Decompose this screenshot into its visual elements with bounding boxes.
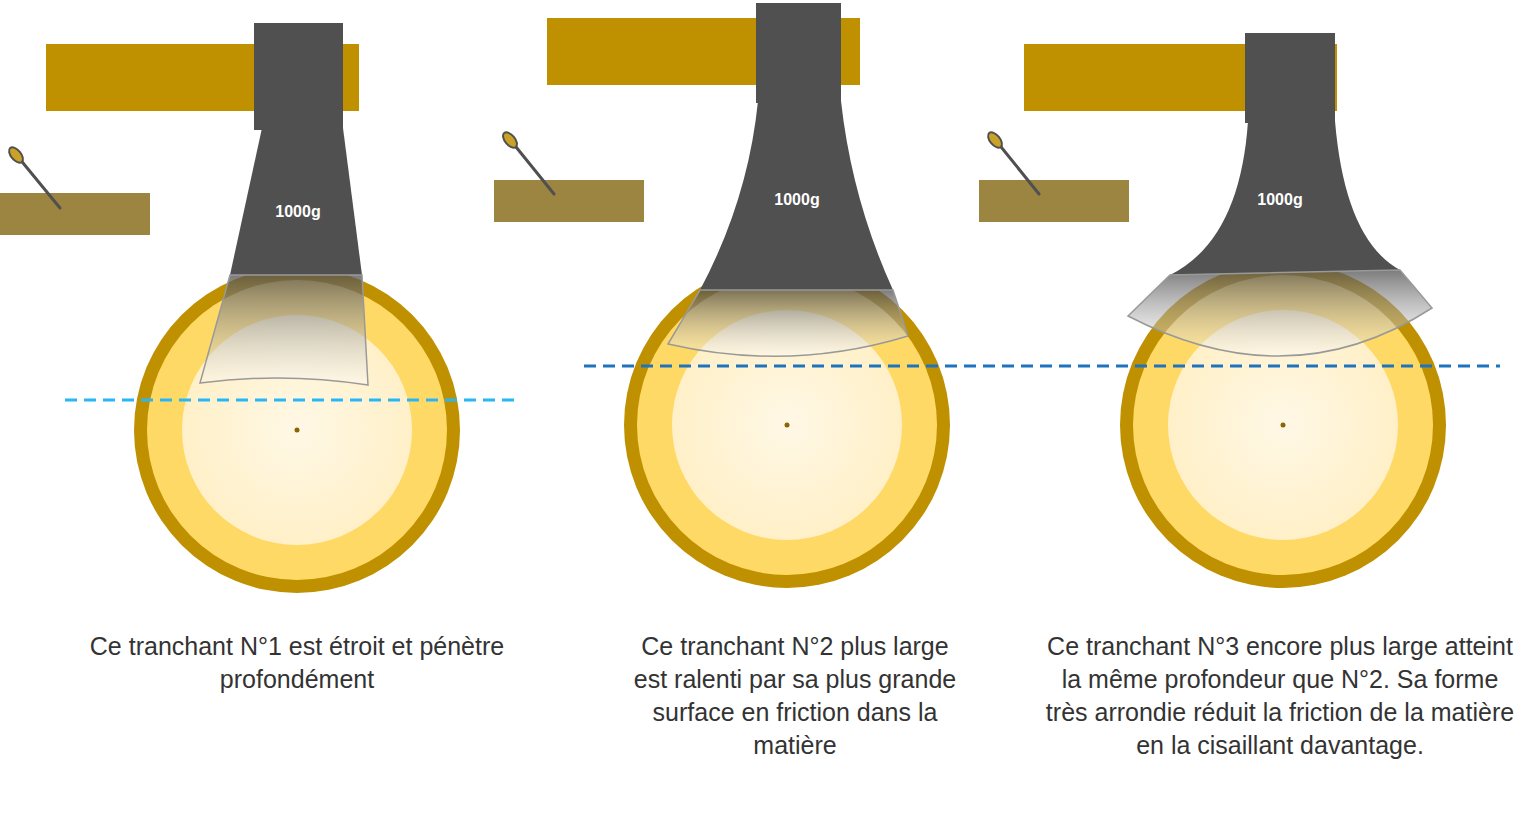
caption-text: Ce tranchant N°2 plus large est ralenti … [625, 630, 965, 762]
depth-line [65, 366, 1500, 400]
caption-text: Ce tranchant N°1 est étroit et pénètre p… [82, 630, 512, 696]
wood-stick [0, 130, 1129, 235]
caption-text: Ce tranchant N°3 encore plus large attei… [1040, 630, 1520, 762]
weight-label: 1000g [1220, 189, 1340, 210]
weight-label: 1000g [737, 189, 857, 210]
axe-head [200, 3, 1432, 385]
weight-label: 1000g [238, 201, 358, 222]
log-section [134, 262, 1446, 593]
axe-handle [46, 18, 1337, 111]
